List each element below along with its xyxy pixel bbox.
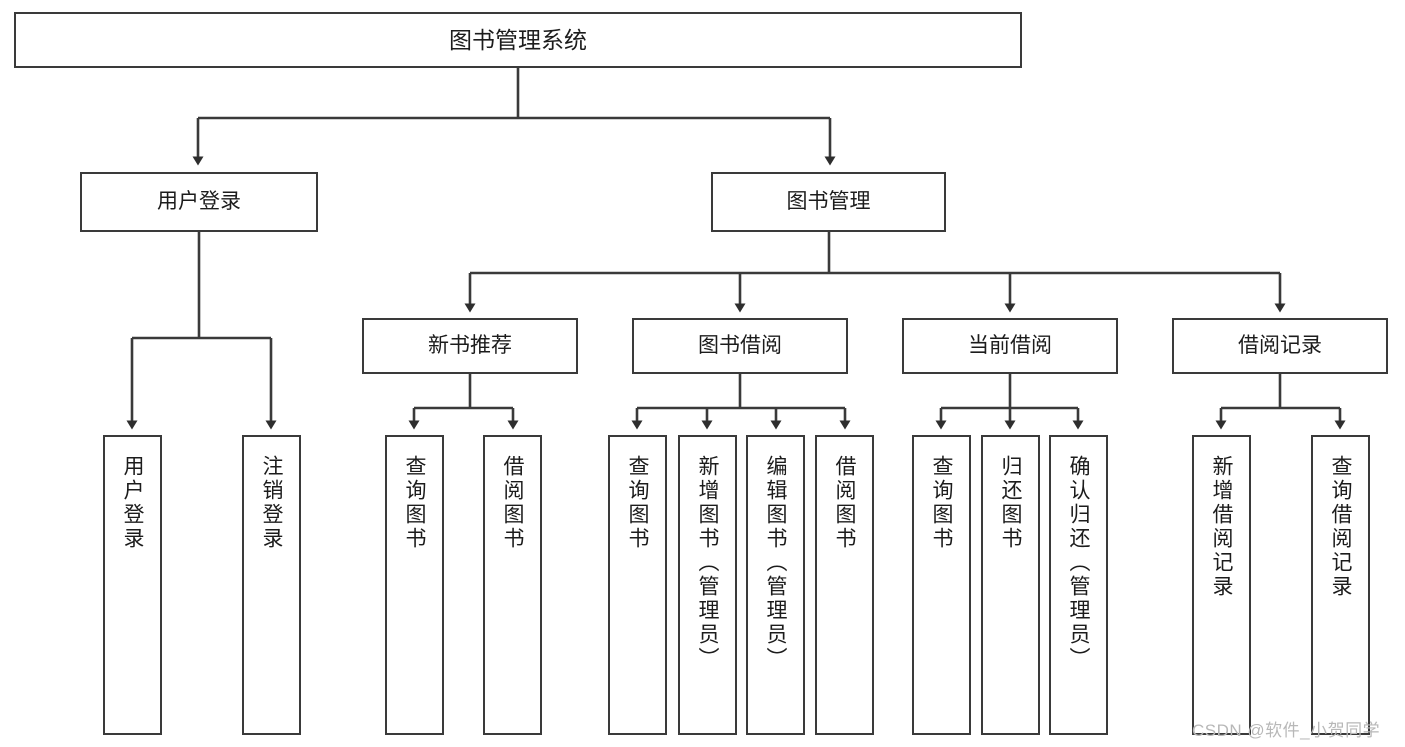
leaf-borrow-book-rec-label: 借阅图书	[501, 455, 524, 551]
leaf-query-book-borrow[interactable]: 查询图书	[608, 435, 667, 735]
leaf-query-record-label: 查询借阅记录	[1329, 455, 1352, 599]
leaf-query-book-cur[interactable]: 查询图书	[912, 435, 971, 735]
leaf-user-login[interactable]: 用户登录	[103, 435, 162, 735]
leaf-add-book[interactable]: 新增图书（管理员）	[678, 435, 737, 735]
leaf-add-record[interactable]: 新增借阅记录	[1192, 435, 1251, 735]
leaf-confirm-return-label: 确认归还（管理员）	[1067, 455, 1090, 671]
node-book-borrow[interactable]: 图书借阅	[632, 318, 848, 374]
leaf-edit-book-label: 编辑图书（管理员）	[764, 455, 787, 671]
csdn-watermark: CSDN @软件_小贺同学	[1192, 721, 1381, 740]
node-root[interactable]: 图书管理系统	[14, 12, 1022, 68]
node-current-borrow[interactable]: 当前借阅	[902, 318, 1118, 374]
leaf-borrow-book-label: 借阅图书	[833, 455, 856, 551]
leaf-query-book-rec-label: 查询图书	[403, 455, 426, 551]
node-book-manage[interactable]: 图书管理	[711, 172, 946, 232]
node-book-manage-label: 图书管理	[786, 189, 871, 213]
leaf-user-logout-label: 注销登录	[260, 455, 283, 551]
node-user-login-label: 用户登录	[157, 189, 241, 213]
node-current-borrow-label: 当前借阅	[968, 333, 1052, 357]
leaf-query-record[interactable]: 查询借阅记录	[1311, 435, 1370, 735]
node-new-book-recommend-label: 新书推荐	[428, 333, 512, 357]
node-book-borrow-label: 图书借阅	[698, 333, 782, 357]
leaf-edit-book[interactable]: 编辑图书（管理员）	[746, 435, 805, 735]
leaf-confirm-return[interactable]: 确认归还（管理员）	[1049, 435, 1108, 735]
leaf-query-book-borrow-label: 查询图书	[626, 455, 649, 551]
leaf-query-book-rec[interactable]: 查询图书	[385, 435, 444, 735]
node-user-login[interactable]: 用户登录	[80, 172, 318, 232]
leaf-add-record-label: 新增借阅记录	[1210, 455, 1233, 599]
leaf-borrow-book-rec[interactable]: 借阅图书	[483, 435, 542, 735]
leaf-user-login-label: 用户登录	[121, 455, 144, 551]
leaf-return-book[interactable]: 归还图书	[981, 435, 1040, 735]
node-root-label: 图书管理系统	[449, 26, 587, 53]
node-borrow-record[interactable]: 借阅记录	[1172, 318, 1388, 374]
leaf-borrow-book[interactable]: 借阅图书	[815, 435, 874, 735]
node-new-book-recommend[interactable]: 新书推荐	[362, 318, 578, 374]
leaf-return-book-label: 归还图书	[999, 455, 1022, 551]
leaf-query-book-cur-label: 查询图书	[930, 455, 953, 551]
node-borrow-record-label: 借阅记录	[1238, 333, 1322, 357]
leaf-add-book-label: 新增图书（管理员）	[696, 455, 719, 671]
leaf-user-logout[interactable]: 注销登录	[242, 435, 301, 735]
